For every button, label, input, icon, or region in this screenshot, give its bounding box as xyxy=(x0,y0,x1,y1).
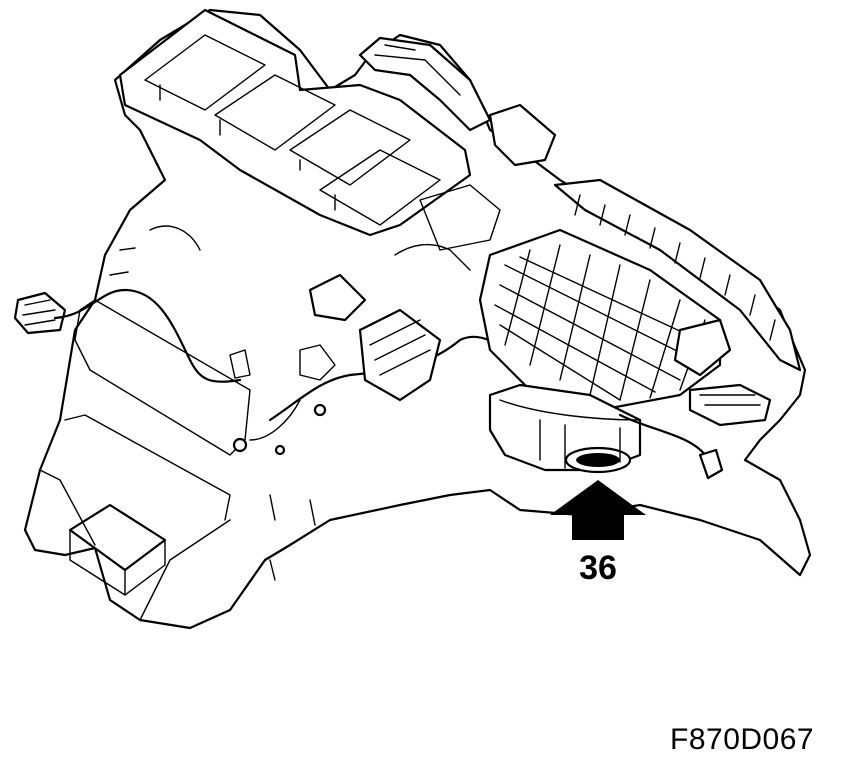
figure-id: F870D067 xyxy=(670,723,815,756)
callout-arrow xyxy=(550,480,646,540)
callout-number: 36 xyxy=(579,549,617,587)
heater-housing xyxy=(13,8,812,630)
